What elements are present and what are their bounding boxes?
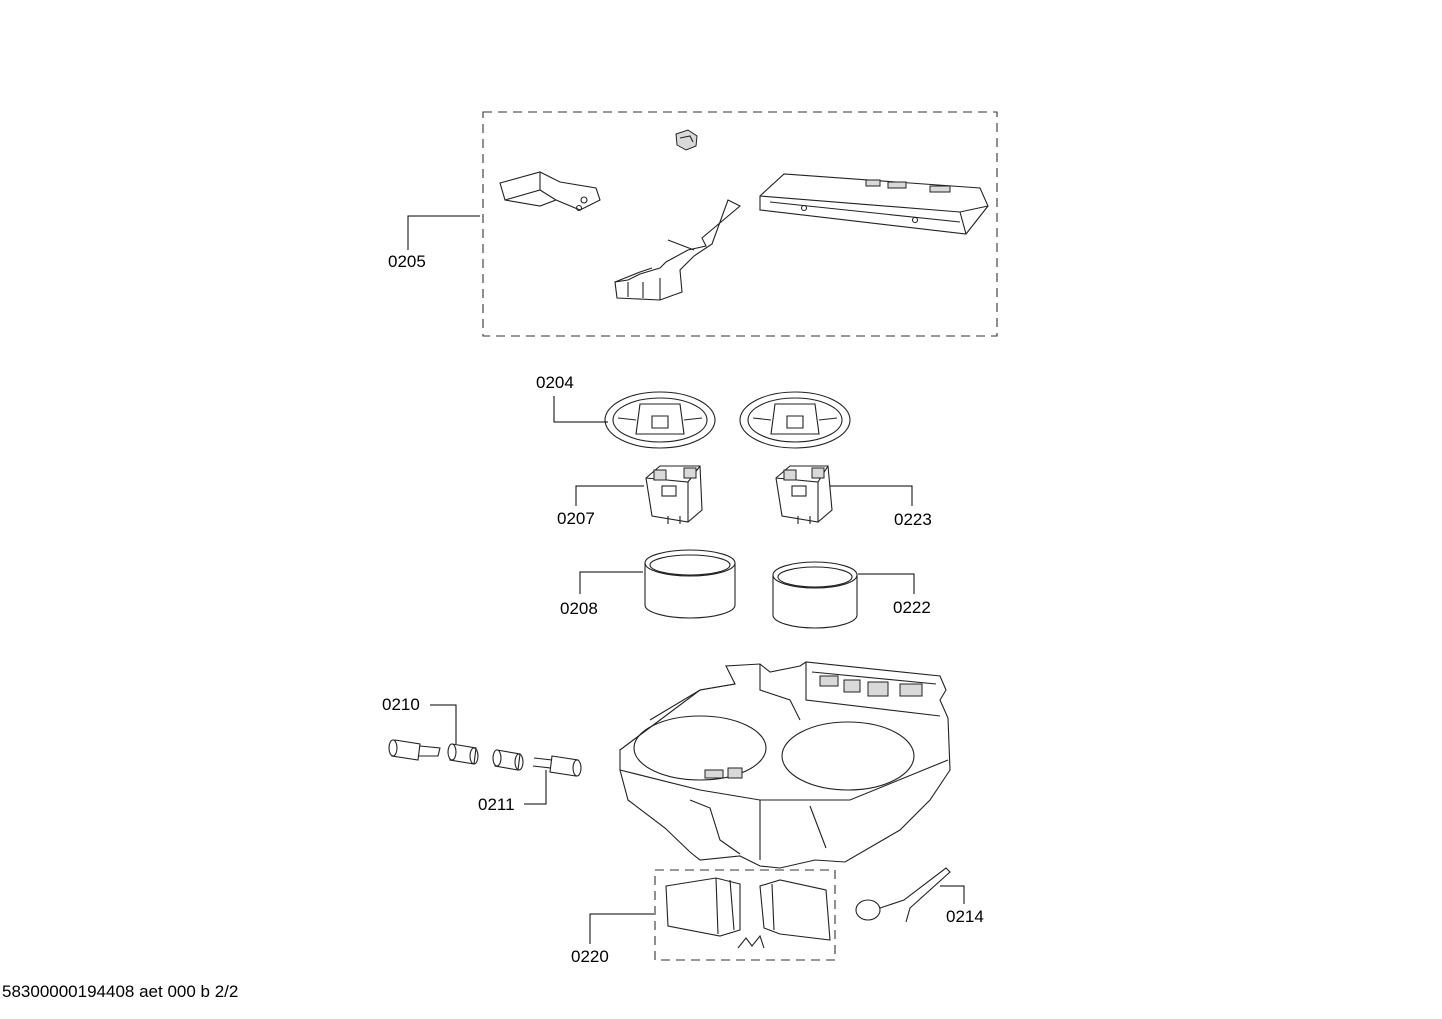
part-sensor-probe [855, 867, 951, 923]
leader-0220 [589, 913, 654, 944]
leader-0223 [830, 485, 913, 506]
part-label-0220: 0220 [571, 947, 609, 966]
part-ring-right [772, 561, 858, 629]
part-label-0223: 0223 [894, 510, 932, 529]
leader-0214 [940, 885, 965, 904]
group-0220-boundary [654, 869, 836, 961]
part-grille-left [604, 391, 716, 449]
part-switch-right [775, 465, 833, 524]
part-label-0204: 0204 [536, 373, 574, 392]
part-label-0205: 0205 [388, 252, 426, 271]
part-label-0222: 0222 [893, 598, 931, 617]
part-label-0214: 0214 [946, 907, 984, 926]
part-small-knob [675, 129, 698, 151]
part-pin-right [532, 755, 582, 777]
leader-0207 [575, 485, 644, 506]
part-pin-connector-a [447, 743, 479, 765]
part-grille-right [739, 391, 851, 449]
part-ring-left [644, 549, 736, 619]
leader-0222 [858, 573, 915, 594]
part-flap-right [759, 879, 831, 941]
group-0205-boundary [482, 111, 998, 337]
part-label-0207: 0207 [557, 509, 595, 528]
part-label-0208: 0208 [560, 599, 598, 618]
leader-0211 [524, 770, 547, 805]
leader-0204 [553, 396, 608, 423]
part-bracket [499, 171, 601, 212]
leader-0208 [579, 571, 643, 594]
part-rail-plate [759, 173, 989, 235]
part-label-0210: 0210 [382, 695, 420, 714]
part-pin-connector-b [492, 749, 524, 771]
part-pin-left [388, 739, 441, 761]
part-lever-arm [614, 199, 741, 301]
part-main-housing [619, 661, 951, 869]
leader-0205 [407, 215, 480, 250]
drawing-reference: 58300000194408 aet 000 b 2/2 [2, 982, 239, 1001]
part-switch-left [645, 465, 703, 524]
leader-0210 [430, 704, 457, 744]
part-label-0211: 0211 [478, 795, 515, 814]
part-spring [737, 934, 765, 949]
part-flap-left [665, 877, 741, 937]
